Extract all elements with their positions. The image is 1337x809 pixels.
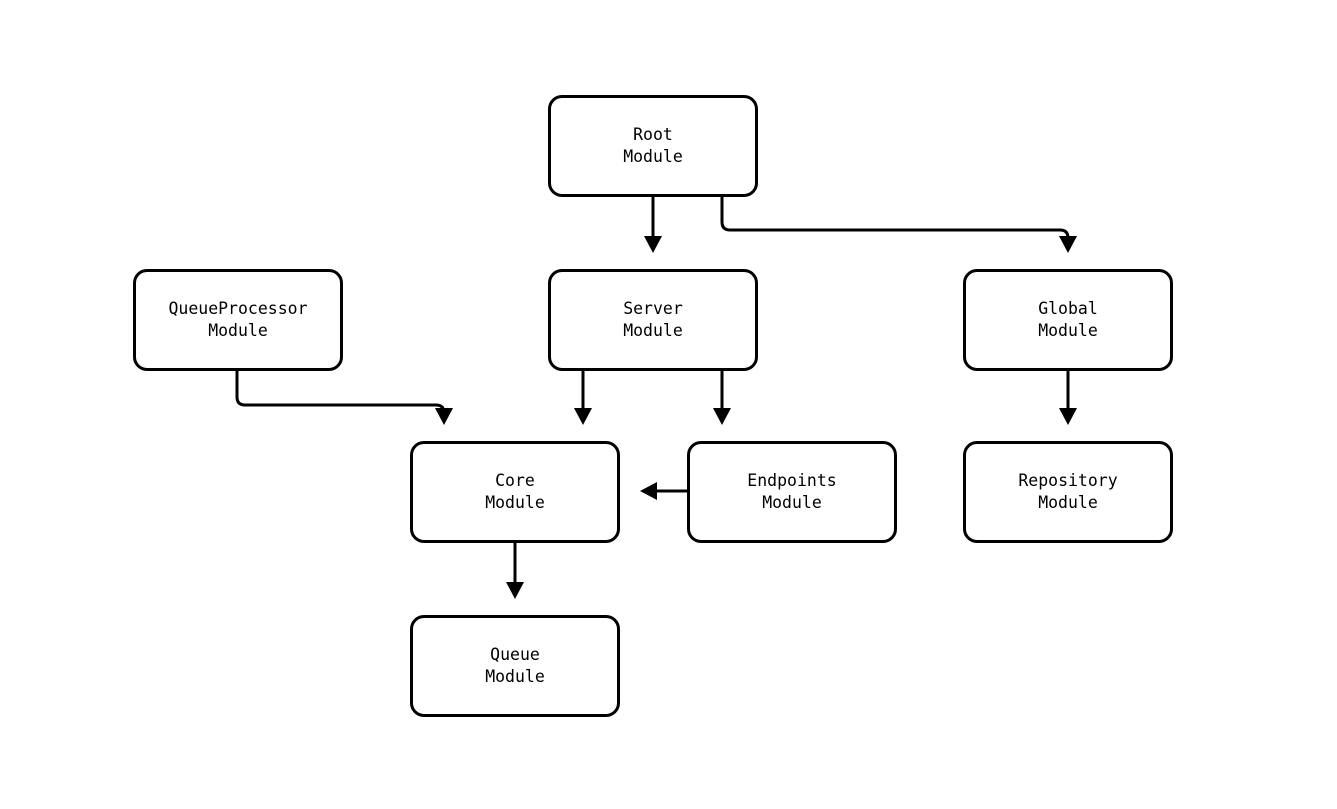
- node-label-line1: Root: [633, 125, 673, 144]
- node-label-line2: Module: [1038, 321, 1098, 340]
- arrowhead-queueprocessor-to-core: [435, 408, 453, 425]
- node-label-line1: Global: [1038, 299, 1098, 318]
- node-endpoints-module[interactable]: Endpoints Module: [687, 441, 897, 543]
- node-label-line1: Queue: [490, 645, 540, 664]
- node-label-line2: Module: [623, 147, 683, 166]
- edge-queueprocessor-to-core: [235, 371, 446, 415]
- node-repository-module[interactable]: Repository Module: [963, 441, 1173, 543]
- arrowhead-server-to-core: [574, 408, 592, 425]
- node-label-line2: Module: [762, 493, 822, 512]
- edges-group: [235, 197, 1077, 599]
- node-label-line1: Core: [495, 471, 535, 490]
- node-label-line1: Repository: [1018, 471, 1118, 490]
- node-queueprocessor-module[interactable]: QueueProcessor Module: [133, 269, 343, 371]
- node-server-module[interactable]: Server Module: [548, 269, 758, 371]
- arrowhead-root-to-server: [644, 236, 662, 253]
- node-global-module[interactable]: Global Module: [963, 269, 1173, 371]
- arrowhead-core-to-queue: [506, 582, 524, 599]
- node-queue-module[interactable]: Queue Module: [410, 615, 620, 717]
- arrowhead-server-to-endpoints: [713, 408, 731, 425]
- node-label-line2: Module: [623, 321, 683, 340]
- node-root-module[interactable]: Root Module: [548, 95, 758, 197]
- edge-root-to-global: [720, 197, 1070, 240]
- node-label-line2: Module: [485, 667, 545, 686]
- arrowhead-endpoints-to-core: [640, 482, 657, 500]
- arrowhead-root-to-global: [1059, 236, 1077, 253]
- arrowhead-global-to-repository: [1059, 408, 1077, 425]
- node-label-line1: QueueProcessor: [168, 299, 308, 318]
- node-core-module[interactable]: Core Module: [410, 441, 620, 543]
- node-label-line2: Module: [485, 493, 545, 512]
- node-label-line2: Module: [208, 321, 268, 340]
- node-label-line1: Endpoints: [747, 471, 837, 490]
- node-label-line2: Module: [1038, 493, 1098, 512]
- node-label-line1: Server: [623, 299, 683, 318]
